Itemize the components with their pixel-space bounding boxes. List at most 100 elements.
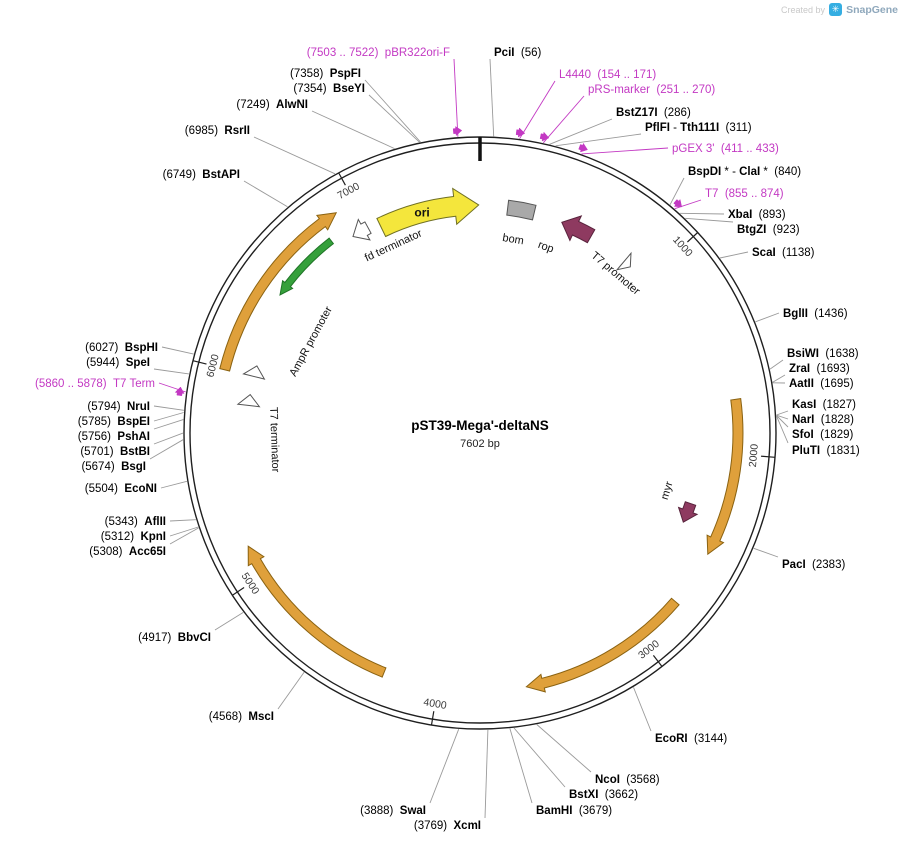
site-label-T7: T7 (855 .. 874) xyxy=(705,188,784,200)
watermark-created-by: Created by xyxy=(781,4,826,15)
leader-BspEI xyxy=(153,412,184,422)
leader-SfoI xyxy=(776,415,789,428)
tick-6000 xyxy=(192,360,207,365)
leader-XcmI xyxy=(484,729,489,819)
leader-BstXI xyxy=(513,727,566,788)
site-label-pGEX-3prime: pGEX 3' (411 .. 433) xyxy=(672,143,779,155)
leader-PspFI xyxy=(364,79,421,143)
leader-BsgI xyxy=(149,439,184,460)
site-label-BsiWI: BsiWI (1638) xyxy=(787,348,859,360)
leader-AflII xyxy=(169,519,196,522)
leader-pGEX-3prime xyxy=(581,147,669,155)
feature-t7-promoter xyxy=(615,251,632,271)
feature-ampr-promoter xyxy=(279,237,335,296)
feature-myr xyxy=(677,501,699,523)
leader-SpeI xyxy=(153,368,189,375)
leader-XbaI xyxy=(679,212,725,215)
feature-label-bom: bom xyxy=(502,232,525,247)
leader-pRS-marker xyxy=(542,95,585,144)
leader-EcoNI xyxy=(160,480,188,489)
site-label-Acc65I: (5308) Acc65I xyxy=(89,546,166,558)
watermark-brand: SnapGene xyxy=(846,3,898,16)
site-label-BstZ17I: BstZ17I (286) xyxy=(616,107,691,119)
site-label-pRS-marker: pRS-marker (251 .. 270) xyxy=(588,84,715,96)
leader-BglII xyxy=(755,312,780,323)
tick-5000 xyxy=(232,586,245,596)
leader-BamHI xyxy=(509,728,533,804)
leader-PciI xyxy=(489,58,495,137)
site-label-BstBI: (5701) BstBI xyxy=(80,446,150,458)
leader-PflFI-Tth111I xyxy=(555,133,642,147)
primer-mark-pGEX-3prime xyxy=(578,142,588,153)
leader-BspDI-ClaI xyxy=(669,177,685,206)
leader-L4440 xyxy=(519,80,556,139)
site-label-EcoRI: EcoRI (3144) xyxy=(655,733,727,745)
site-label-PluTI: PluTI (1831) xyxy=(792,445,860,457)
site-label-RsrII: (6985) RsrII xyxy=(185,125,250,137)
tick-3000 xyxy=(652,655,663,667)
leader-BseYI xyxy=(368,94,420,143)
tick-label-2000: 2000 xyxy=(747,443,761,467)
feature-orf-insert-2 xyxy=(525,597,680,693)
tick-2000 xyxy=(760,455,776,458)
leader-PacI xyxy=(753,547,779,558)
site-label-ScaI: ScaI (1138) xyxy=(752,247,815,259)
site-label-XbaI: XbaI (893) xyxy=(728,209,786,221)
site-label-AflII: (5343) AflII xyxy=(105,516,166,528)
site-label-L4440: L4440 (154 .. 171) xyxy=(559,69,656,81)
leader-ScaI xyxy=(719,251,749,259)
site-label-ZraI: ZraI (1693) xyxy=(789,363,850,375)
site-label-PacI: PacI (2383) xyxy=(782,559,845,571)
site-label-AlwNI: (7249) AlwNI xyxy=(236,99,308,111)
site-label-BspHI: (6027) BspHI xyxy=(85,342,158,354)
feature-fd-terminator xyxy=(352,218,372,241)
site-label-BstXI: BstXI (3662) xyxy=(569,789,638,801)
site-label-PflFI-Tth111I: PflFI - Tth111I (311) xyxy=(645,122,752,134)
site-label-XcmI: (3769) XcmI xyxy=(414,820,481,832)
site-label-MscI: (4568) MscI xyxy=(209,711,274,723)
tick-4000 xyxy=(430,711,435,726)
leader-EcoRI xyxy=(633,687,652,732)
leader-SwaI xyxy=(429,729,460,804)
snapgene-logo-icon: ✳ xyxy=(829,3,843,16)
feature-ori xyxy=(376,187,480,238)
feature-label-t7-terminator: T7 terminator xyxy=(267,407,281,473)
feature-orf-insert-1 xyxy=(706,398,744,556)
leader-PluTI xyxy=(776,415,789,444)
tick-label-6000: 6000 xyxy=(204,353,221,379)
leader-Acc65I xyxy=(169,527,199,545)
feature-label-ampr-promoter: AmpR promoter xyxy=(287,304,335,378)
leader-BsiWI xyxy=(769,359,784,370)
site-label-BstAPI: (6749) BstAPI xyxy=(163,169,240,181)
tick-label-7000: 7000 xyxy=(335,180,361,202)
primer-mark-T7-Term xyxy=(174,386,185,396)
site-label-NruI: (5794) NruI xyxy=(87,401,150,413)
feature-t7-terminator xyxy=(236,393,261,408)
leader-AlwNI xyxy=(311,110,395,150)
site-label-BspDI-ClaI: BspDI * - ClaI * (840) xyxy=(688,166,801,178)
leader-BbvCI xyxy=(214,612,244,631)
primer-mark-T7 xyxy=(673,198,683,208)
leader-NcoI xyxy=(536,724,592,773)
site-label-PciI: PciI (56) xyxy=(494,47,541,59)
feature-orf-ampr xyxy=(219,212,338,372)
site-label-BglII: BglII (1436) xyxy=(783,308,848,320)
site-label-NcoI: NcoI (3568) xyxy=(595,774,660,786)
feature-label-rop: rop xyxy=(536,239,555,256)
leader-BstAPI xyxy=(243,180,288,208)
plasmid-name: pST39-Mega'-deltaNS xyxy=(411,418,549,433)
primer-mark-pRS-marker xyxy=(539,131,550,142)
feature-label-myr: myr xyxy=(659,480,676,501)
leader-pBR322ori-F xyxy=(453,58,459,137)
leader-T7 xyxy=(674,199,702,210)
watermark: Created by ✳ SnapGene xyxy=(781,3,898,16)
leader-NarI xyxy=(776,414,789,420)
site-label-BtgZI: BtgZI (923) xyxy=(737,224,800,236)
site-label-SpeI: (5944) SpeI xyxy=(86,357,150,369)
leader-BtgZI xyxy=(685,217,734,223)
leader-BstZ17I xyxy=(549,118,613,145)
leader-RsrII xyxy=(253,136,336,175)
site-label-PspFI: (7358) PspFI xyxy=(290,68,361,80)
site-label-AatII: AatII (1695) xyxy=(789,378,854,390)
site-label-BsgI: (5674) BsgI xyxy=(81,461,146,473)
